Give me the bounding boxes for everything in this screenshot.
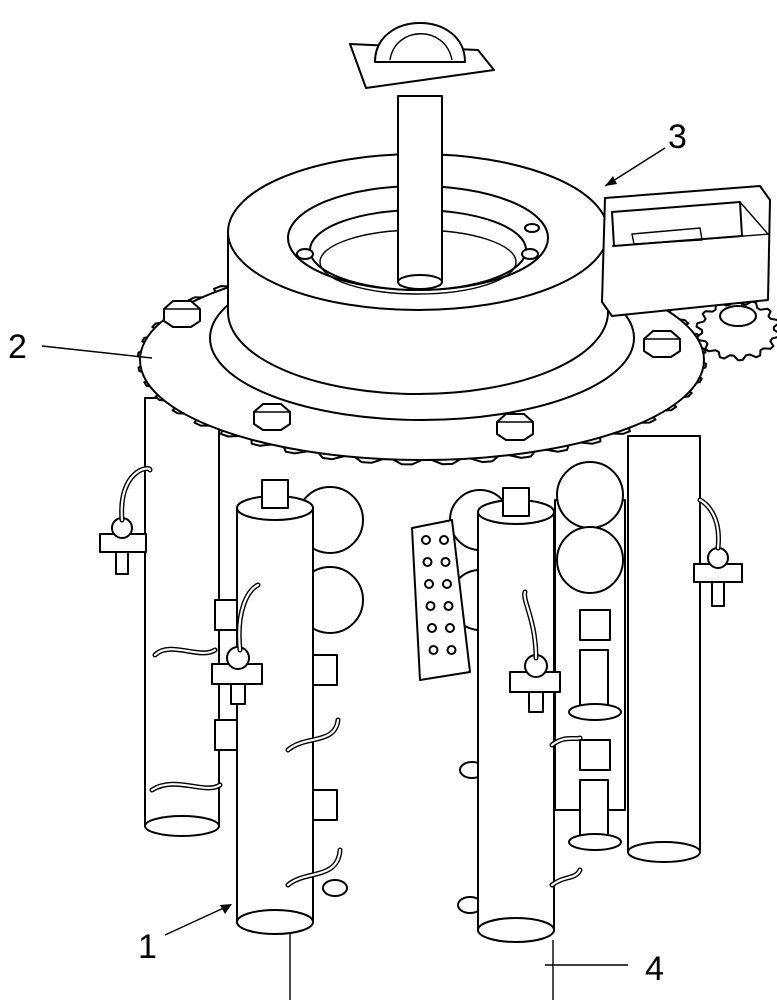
plate-hole — [439, 535, 449, 545]
plate-hole — [421, 535, 431, 545]
sensor-clips — [99, 517, 743, 713]
rod-front-right — [477, 487, 555, 943]
plate-hole — [440, 557, 451, 567]
nuts — [163, 300, 681, 441]
rod-front-left — [236, 479, 314, 935]
small-parts — [214, 599, 622, 914]
leader-lines — [41, 147, 666, 1000]
label-1: 1 — [138, 928, 157, 966]
plate-hole — [425, 601, 436, 611]
label-2: 2 — [8, 328, 27, 366]
knob — [349, 22, 495, 89]
plate-hole — [446, 645, 457, 655]
plate-hole — [445, 623, 455, 633]
label-4: 4 — [645, 950, 664, 988]
plate-hole — [427, 623, 437, 633]
plate-hole — [422, 557, 433, 567]
rod-back-right — [627, 435, 701, 863]
plate-hole — [428, 645, 439, 655]
cables — [119, 466, 721, 888]
rod-back-left — [144, 397, 220, 837]
plate-hole — [424, 579, 434, 589]
plate-hole — [443, 601, 454, 611]
control-shaft — [397, 95, 443, 290]
pinion-gear — [695, 298, 777, 362]
ring-housing — [227, 153, 609, 395]
reference-labels: 1 2 3 4 — [8, 118, 687, 988]
plate-hole — [442, 579, 452, 589]
perforated-plate — [411, 519, 471, 681]
component-box — [601, 185, 771, 317]
label-3: 3 — [668, 118, 687, 156]
